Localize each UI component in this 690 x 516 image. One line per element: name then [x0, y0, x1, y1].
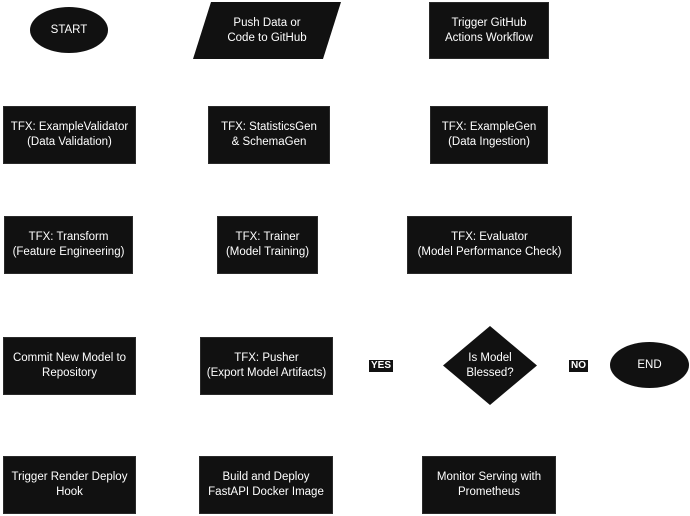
monitor-serving-node: Monitor Serving with Prometheus — [422, 456, 556, 514]
parallelogram-shape — [193, 2, 341, 59]
evaluator-label: TFX: Evaluator (Model Performance Check) — [417, 231, 562, 258]
render-deploy-hook-label: Trigger Render Deploy Hook — [11, 471, 128, 498]
render-deploy-hook-node: Trigger Render Deploy Hook — [3, 456, 136, 514]
commit-model-node: Commit New Model to Repository — [3, 337, 136, 395]
no-edge-label: NO — [569, 360, 588, 372]
statistics-gen-label: TFX: StatisticsGen & SchemaGen — [221, 121, 317, 148]
start-node: START — [30, 7, 108, 53]
example-validator-node: TFX: ExampleValidator (Data Validation) — [3, 106, 136, 164]
example-validator-label: TFX: ExampleValidator (Data Validation) — [10, 121, 129, 148]
statistics-gen-node: TFX: StatisticsGen & SchemaGen — [208, 106, 330, 164]
push-data-label: Push Data or Code to GitHub — [227, 16, 307, 44]
model-blessed-decision-node: Is Model Blessed? — [443, 326, 537, 405]
monitor-serving-label: Monitor Serving with Prometheus — [436, 471, 542, 498]
trigger-github-actions-label: Trigger GitHub Actions Workflow — [445, 16, 533, 44]
end-node: END — [610, 342, 689, 388]
build-deploy-node: Build and Deploy FastAPI Docker Image — [199, 456, 333, 514]
trainer-node: TFX: Trainer (Model Training) — [217, 216, 318, 274]
end-label: END — [637, 358, 662, 371]
trainer-label: TFX: Trainer (Model Training) — [225, 231, 310, 258]
start-label: START — [50, 23, 88, 36]
yes-edge-label: YES — [369, 360, 394, 372]
example-gen-node: TFX: ExampleGen (Data Ingestion) — [430, 106, 548, 164]
example-gen-label: TFX: ExampleGen (Data Ingestion) — [441, 121, 537, 148]
pusher-node: TFX: Pusher (Export Model Artifacts) — [200, 337, 333, 395]
transform-node: TFX: Transform (Feature Engineering) — [4, 216, 133, 274]
diamond-shape — [443, 326, 537, 405]
evaluator-node: TFX: Evaluator (Model Performance Check) — [407, 216, 572, 274]
trigger-github-actions-node: Trigger GitHub Actions Workflow — [429, 2, 549, 59]
transform-label: TFX: Transform (Feature Engineering) — [12, 231, 125, 258]
commit-model-label: Commit New Model to Repository — [12, 352, 127, 379]
build-deploy-label: Build and Deploy FastAPI Docker Image — [208, 471, 324, 498]
push-data-node: Push Data or Code to GitHub — [193, 2, 341, 59]
model-blessed-label: Is Model Blessed? — [466, 351, 514, 379]
pusher-label: TFX: Pusher (Export Model Artifacts) — [206, 352, 327, 379]
